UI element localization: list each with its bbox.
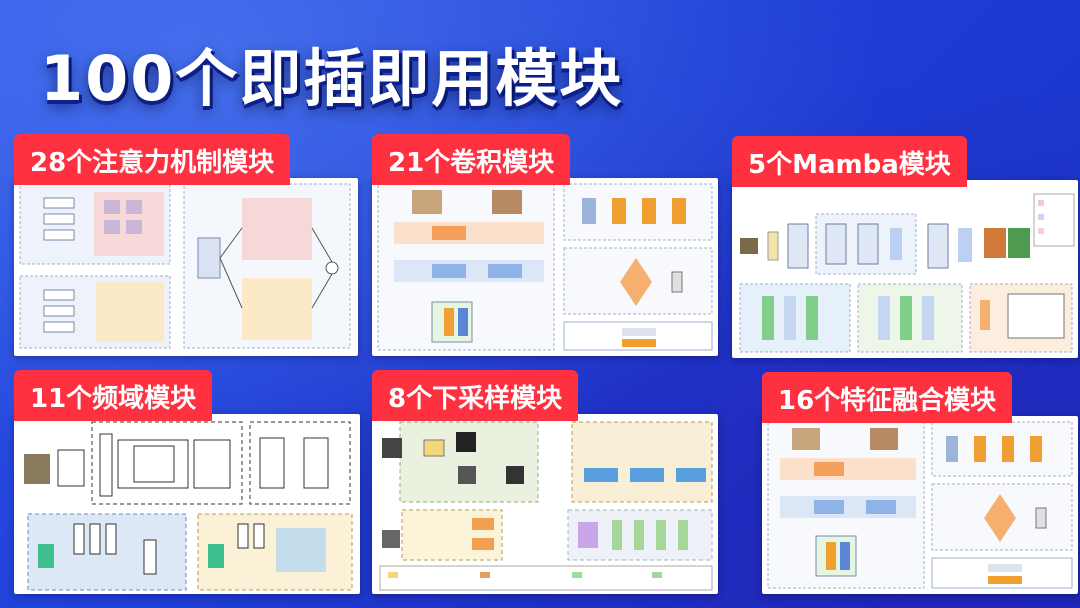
- diagram-thumbnail: [762, 416, 1078, 594]
- card-downsampling[interactable]: 8个下采样模块: [372, 370, 718, 594]
- card-label: 21个卷积模块: [372, 134, 571, 185]
- page-title: 100个即插即用模块: [40, 42, 624, 115]
- card-label: 28个注意力机制模块: [14, 134, 291, 185]
- card-attention[interactable]: 28个注意力机制模块: [14, 134, 358, 356]
- card-mamba[interactable]: 5个Mamba模块: [732, 136, 1078, 358]
- card-frequency[interactable]: 11个频域模块: [14, 370, 360, 594]
- diagram-thumbnail: [14, 178, 358, 356]
- diagram-thumbnail: [372, 178, 718, 356]
- diagram-thumbnail: [732, 180, 1078, 358]
- card-label: 16个特征融合模块: [762, 372, 1013, 423]
- card-label: 8个下采样模块: [372, 370, 579, 421]
- card-label: 5个Mamba模块: [732, 136, 967, 187]
- diagram-thumbnail: [372, 414, 718, 594]
- card-feature-fusion[interactable]: 16个特征融合模块: [762, 372, 1078, 594]
- card-convolution[interactable]: 21个卷积模块: [372, 134, 718, 356]
- card-label: 11个频域模块: [14, 370, 213, 421]
- diagram-thumbnail: [14, 414, 360, 594]
